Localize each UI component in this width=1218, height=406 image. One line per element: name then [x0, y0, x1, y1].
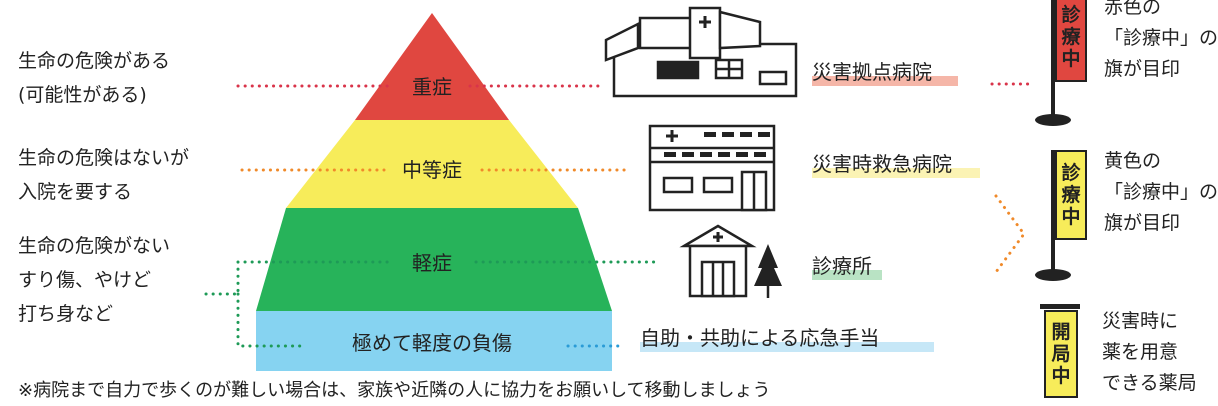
facility-minor: 自助・共助による応急手当: [640, 326, 880, 350]
red-flag-banner: 診 療 中: [1055, 0, 1087, 82]
connector-mild: [204, 260, 656, 348]
red-flag-char2: 療: [1061, 26, 1081, 48]
pharmacy-char1: 開: [1051, 321, 1071, 343]
yellow-flag-char1: 診: [1061, 162, 1081, 184]
facility-severe: 災害拠点病院: [812, 60, 932, 84]
desc-moderate-line1: 生命の危険はないが: [18, 147, 190, 169]
pyramid-moderate: [286, 120, 578, 208]
highlight-severe: [812, 76, 958, 86]
red-flag-line1: 赤色の: [1104, 0, 1162, 18]
emergency-hospital-icon: [648, 124, 776, 212]
yellow-flag-char3: 中: [1061, 206, 1081, 228]
level-severe-label: 重症: [412, 75, 452, 99]
red-flag-char1: 診: [1061, 4, 1081, 26]
clinic-icon: [679, 224, 782, 298]
desc-moderate: 生命の危険はないが 入院を要する: [18, 141, 189, 209]
desc-moderate-line2: 入院を要する: [18, 181, 133, 203]
level-minor-label: 極めて軽度の負傷: [352, 331, 512, 355]
yellow-flag-line1: 黄色の: [1104, 150, 1162, 172]
level-mild-label: 軽症: [412, 251, 452, 275]
yellow-flag-char2: 療: [1061, 184, 1081, 206]
pharmacy-line3: できる薬局: [1102, 372, 1197, 394]
desc-mild-line1: 生命の危険がない: [18, 235, 171, 257]
highlight-minor: [640, 342, 934, 352]
pharmacy-banner: 開 局 中: [1044, 310, 1078, 398]
desc-mild-line3: 打ち身など: [18, 303, 114, 325]
desc-mild-line2: すり傷、やけど: [18, 269, 152, 291]
flag-pole-red: [1035, 0, 1071, 126]
red-flag-char3: 中: [1061, 48, 1081, 70]
red-flag-line3: 旗が目印: [1104, 58, 1181, 80]
pharmacy-char3: 中: [1051, 365, 1071, 387]
highlight-mild: [812, 270, 882, 280]
pharmacy-line1: 災害時に: [1102, 310, 1179, 332]
pyramid-mild: [256, 208, 612, 311]
desc-mild: 生命の危険がない すり傷、やけど 打ち身など: [18, 229, 170, 331]
facility-moderate: 災害時救急病院: [812, 152, 952, 176]
level-moderate-label: 中等症: [402, 158, 462, 182]
yellow-flag-line2: 「診療中」の: [1104, 181, 1218, 203]
pharmacy-line2: 薬を用意: [1102, 341, 1179, 363]
red-flag-line2: 「診療中」の: [1104, 27, 1218, 49]
yellow-flag-line3: 旗が目印: [1104, 212, 1181, 234]
pyramid-minor: [256, 311, 612, 371]
pyramid-severe: [355, 13, 509, 120]
facility-mild: 診療所: [812, 254, 872, 278]
desc-severe-line2: (可能性がある): [18, 84, 147, 106]
yellow-flag-banner: 診 療 中: [1055, 150, 1087, 240]
pharmacy-char2: 局: [1051, 343, 1071, 365]
connector-moderate-flag: [994, 194, 1026, 274]
desc-severe: 生命の危険がある (可能性がある): [18, 44, 170, 112]
flag-pole-yellow: [1035, 150, 1071, 281]
base-hospital-icon: [604, 6, 798, 98]
footnote: ※病院まで自力で歩くのが難しい場合は、家族や近隣の人に協力をお願いして移動しまし…: [18, 380, 771, 401]
pharmacy-sign-bar: [1040, 304, 1080, 309]
yellow-flag-text: 黄色の 「診療中」の 旗が目印: [1104, 148, 1218, 237]
pharmacy-text: 災害時に 薬を用意 できる薬局: [1102, 308, 1197, 397]
red-flag-text: 赤色の 「診療中」の 旗が目印: [1104, 0, 1218, 83]
desc-severe-line1: 生命の危険がある: [18, 50, 171, 72]
highlight-moderate: [812, 168, 980, 178]
